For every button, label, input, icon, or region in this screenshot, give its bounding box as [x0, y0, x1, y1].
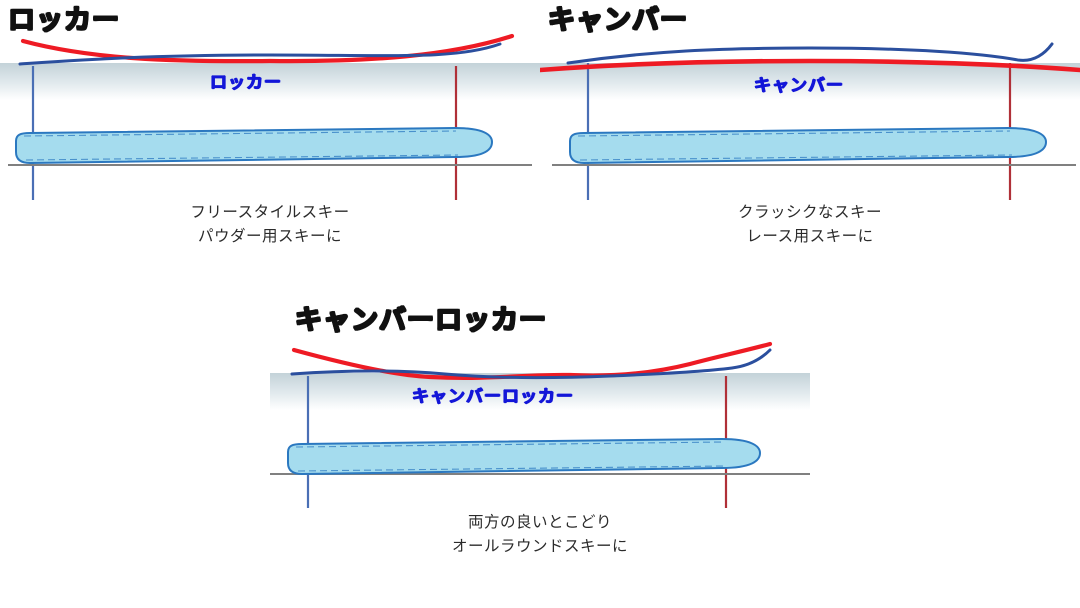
camber-rocker-caption-line1: 両方の良いとこどり [467, 513, 612, 531]
rocker-inner-label: ロッカー [210, 73, 282, 93]
ski-body-top-dash [23, 130, 457, 137]
camber-rocker-diagram-svg [270, 341, 810, 508]
panel-camber: キャンバー キャンバー クラ [540, 0, 1080, 290]
panel-camber-rocker: キャンバーロッカー キャンバーロッカー [270, 290, 810, 580]
camber-caption-line1: クラッシクなスキー [737, 203, 882, 221]
panel-camber-title: キャンバー [548, 5, 688, 36]
panel-rocker-title: ロッカー [8, 5, 120, 36]
rocker-caption: フリースタイルスキー パウダー用スキーに [0, 200, 540, 248]
rocker-caption-line2: パウダー用スキーに [197, 227, 342, 245]
ski-body [15, 126, 494, 165]
camber-caption-line2: レース用スキーに [746, 227, 874, 245]
rocker-diagram-svg [0, 33, 540, 200]
camber-rocker-caption-line2: オールラウンドスキーに [451, 537, 628, 555]
red-profile-curve [291, 341, 773, 380]
red-profile-curve [540, 58, 1080, 73]
snow-band [270, 373, 810, 410]
snow-band [540, 63, 1080, 100]
camber-diagram: キャンバー [540, 0, 1080, 200]
camber-caption: クラッシクなスキー レース用スキーに [540, 200, 1080, 248]
panel-rocker: ロッカー [0, 0, 540, 290]
blue-profile-curve [290, 348, 772, 380]
ski-body-top-dash [577, 130, 1011, 137]
ski-body-top-dash [295, 441, 724, 448]
camber-rocker-diagram: キャンバーロッカー [270, 308, 810, 508]
camber-diagram-svg [540, 42, 1080, 200]
ski-body-bottom-dash [579, 154, 1013, 161]
red-profile-curve [20, 33, 515, 64]
panel-camber-rocker-title: キャンバーロッカー [295, 305, 547, 336]
rocker-diagram: ロッカー [0, 0, 540, 200]
ski-body [287, 437, 762, 476]
camber-inner-label: キャンバー [754, 76, 844, 96]
blue-profile-curve [18, 42, 502, 66]
ski-body-bottom-dash [25, 154, 459, 161]
blue-profile-curve [566, 42, 1054, 65]
snow-band [0, 63, 540, 100]
ski-body [569, 126, 1048, 165]
camber-rocker-inner-label: キャンバーロッカー [412, 387, 574, 407]
camber-rocker-caption: 両方の良いとこどり オールラウンドスキーに [270, 510, 810, 558]
ski-body-bottom-dash [297, 465, 726, 472]
rocker-caption-line1: フリースタイルスキー [190, 203, 350, 221]
